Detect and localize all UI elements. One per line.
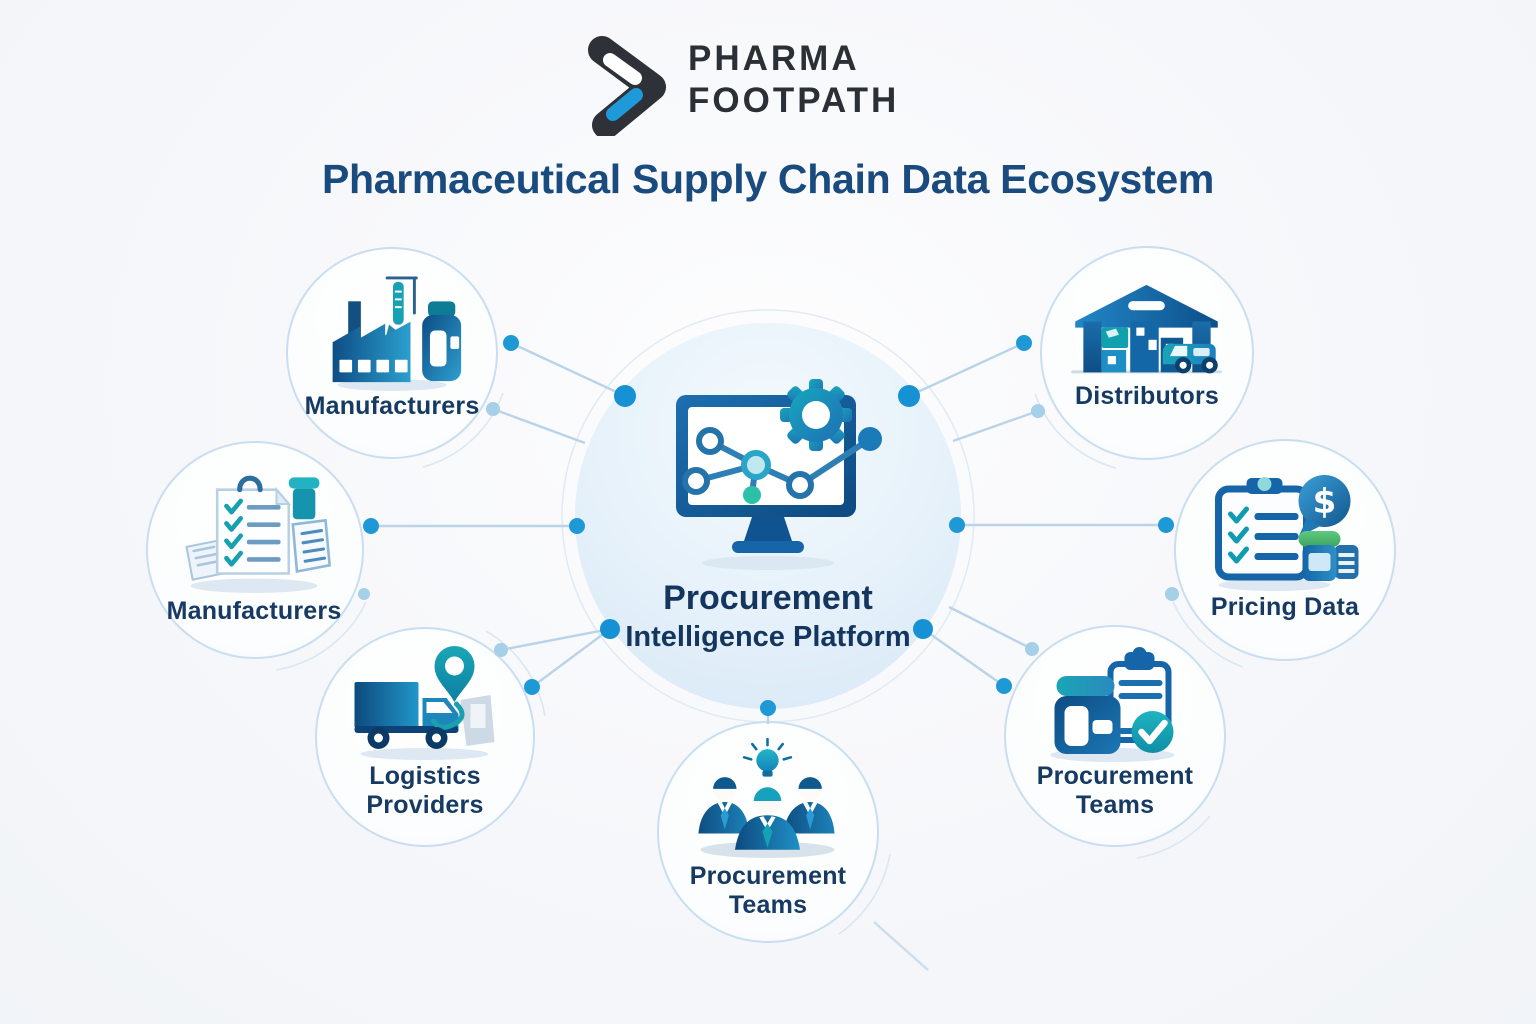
node-label-line2: Teams bbox=[728, 891, 808, 919]
team-idea-lightbulb-icon bbox=[698, 738, 835, 858]
dollar-sign-glyph: $ bbox=[1313, 482, 1337, 522]
connector-dots bbox=[358, 335, 1179, 716]
connector-lines bbox=[371, 341, 1166, 971]
brand-name-line2: FOOTPATH bbox=[688, 81, 900, 120]
page-title: Pharmaceutical Supply Chain Data Ecosyst… bbox=[321, 156, 1214, 202]
delivery-truck-location-pin-icon bbox=[354, 646, 495, 760]
node-label-line2: Teams bbox=[1075, 791, 1155, 819]
central-label-line2: Intelligence Platform bbox=[625, 621, 911, 653]
node-label-line1: Procurement bbox=[1036, 762, 1194, 790]
node-distributors: Distributors bbox=[1041, 248, 1253, 460]
central-label-line1: Procurement bbox=[663, 579, 873, 617]
node-label-line1: Logistics bbox=[369, 762, 481, 790]
node-label: Manufacturers bbox=[304, 392, 480, 420]
monitor-analytics-gear-icon bbox=[676, 379, 882, 570]
node-procurement-teams-bottom: Procurement Teams bbox=[659, 722, 877, 940]
node-label: Manufacturers bbox=[166, 597, 342, 625]
brand-wordmark: PHARMA FOOTPATH bbox=[688, 38, 899, 122]
node-label-line2: Providers bbox=[366, 791, 484, 819]
brand-name-line1: PHARMA bbox=[688, 39, 860, 78]
node-label: Pricing Data bbox=[1210, 593, 1360, 621]
node-logistics-providers: Logistics Providers bbox=[317, 628, 533, 844]
node-pricing-data: $ Pricing Data bbox=[1175, 443, 1395, 663]
pill-bottle-clipboard-check-icon bbox=[1050, 647, 1175, 762]
node-manufacturers-top: Manufacturers bbox=[287, 248, 497, 458]
node-central-platform: Procurement Intelligence Platform bbox=[576, 323, 960, 707]
factory-pill-bottle-icon bbox=[332, 276, 462, 391]
warehouse-boxes-truck-icon bbox=[1071, 284, 1222, 374]
node-label: Distributors bbox=[1074, 382, 1220, 410]
node-label-line1: Procurement bbox=[689, 862, 847, 890]
node-procurement-teams-right: Procurement Teams bbox=[1005, 626, 1225, 846]
node-manufacturers-left: Manufacturers bbox=[147, 443, 361, 657]
brand-logo: PHARMA FOOTPATH bbox=[566, 24, 899, 136]
clipboard-dollar-pill-bottle-icon: $ bbox=[1215, 475, 1359, 591]
checklist-documents-icon bbox=[185, 475, 332, 593]
chevron-arrow-logo-icon bbox=[588, 36, 666, 136]
